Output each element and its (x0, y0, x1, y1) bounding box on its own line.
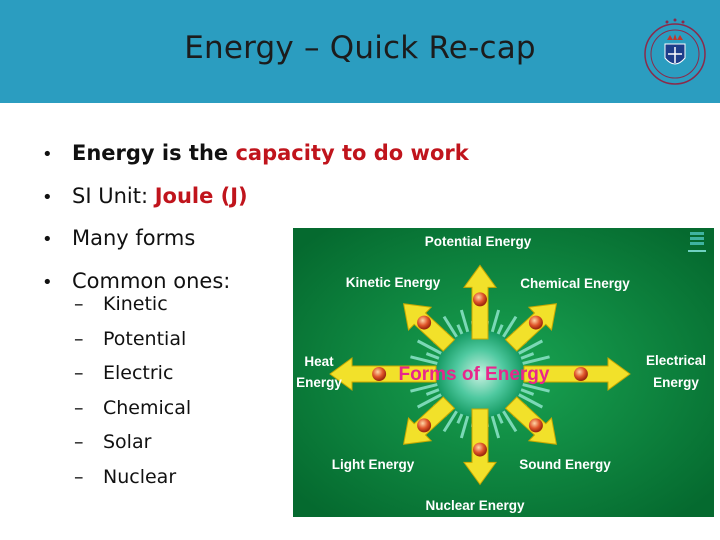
sub-item: –Nuclear (74, 460, 191, 495)
bullet-text: SI Unit: (72, 183, 155, 208)
bullet-dot: • (42, 186, 53, 208)
sub-dash: – (74, 431, 84, 454)
sub-bullet-list: –Kinetic –Potential –Electric –Chemical … (74, 287, 191, 495)
bullet-text: Common ones: (72, 268, 231, 293)
label-chemical-energy: Chemical Energy (520, 276, 630, 291)
header-bar (0, 0, 720, 103)
label-sound-energy: Sound Energy (519, 457, 611, 472)
energy-ball (573, 367, 588, 381)
center-label: Forms of Energy (399, 364, 550, 385)
sub-dash: – (74, 465, 84, 488)
center-circle (436, 330, 524, 418)
sub-item-text: Kinetic (103, 293, 168, 315)
energy-ball (417, 315, 432, 330)
sub-item-text: Chemical (103, 396, 192, 419)
arrow-group (329, 264, 631, 486)
sub-dash: – (74, 327, 84, 350)
energy-ball (473, 442, 487, 457)
university-logo (644, 18, 706, 85)
bullet-dot: • (42, 271, 53, 293)
bullet-text: Many forms (72, 226, 196, 250)
bullet-item: • Many forms (42, 218, 469, 261)
label-electrical-1: Electrical (646, 353, 706, 368)
label-heat-2: Energy (296, 375, 342, 390)
slide-title: Energy – Quick Re-cap (184, 30, 536, 66)
bullet-item: • Common ones: (42, 261, 469, 304)
energy-ball (473, 292, 487, 307)
bullet-item: • SI Unit: Joule (J) (42, 176, 469, 219)
label-nuclear-energy: Nuclear Energy (425, 498, 525, 513)
publisher-icon (688, 232, 706, 252)
sub-item-text: Solar (103, 431, 152, 454)
label-electrical-2: Energy (653, 375, 699, 390)
sub-item: –Chemical (74, 391, 191, 426)
bullet-highlight: capacity to do work (235, 141, 469, 165)
label-kinetic-energy: Kinetic Energy (346, 275, 441, 290)
sub-dash: – (74, 293, 84, 315)
sub-item: –Kinetic (74, 287, 191, 322)
sub-dash: – (74, 396, 84, 419)
main-bullet-list: • Energy is the capacity to do work • SI U… (42, 133, 469, 303)
energy-ball (528, 315, 543, 330)
bullet-highlight: Joule (J) (154, 183, 248, 208)
sub-item: –Electric (74, 356, 191, 391)
label-potential-energy: Potential Energy (425, 234, 532, 249)
forms-of-energy-diagram: Potential Energy Kinetic Energy Chemical… (293, 228, 714, 517)
sub-item-text: Electric (103, 362, 174, 385)
energy-ball (528, 418, 543, 433)
bullet-dot: • (42, 229, 53, 250)
sub-item: –Solar (74, 425, 191, 460)
sub-dash: – (74, 362, 84, 385)
label-heat-1: Heat (304, 354, 334, 369)
bullet-item: • Energy is the capacity to do work (42, 133, 469, 176)
bullet-dot: • (42, 144, 53, 165)
sub-item-text: Nuclear (103, 465, 177, 488)
label-light-energy: Light Energy (332, 457, 415, 472)
energy-ball (417, 418, 432, 433)
sub-item: –Potential (74, 322, 191, 357)
energy-ball (372, 367, 387, 381)
bullet-text: Energy is the (72, 141, 236, 165)
sub-item-text: Potential (103, 327, 187, 350)
